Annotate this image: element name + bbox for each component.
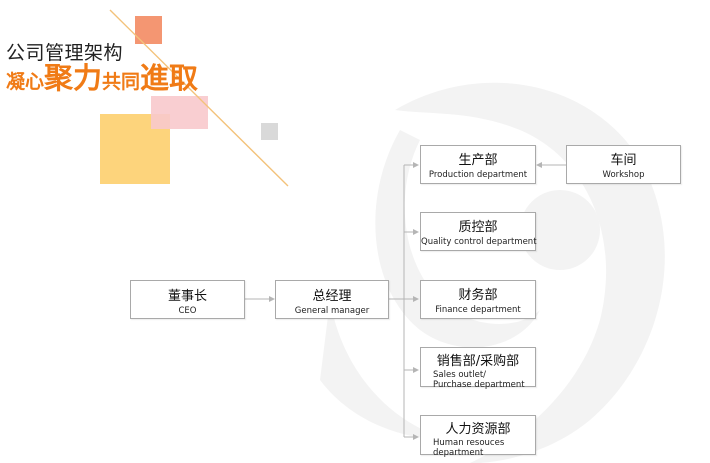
node-human-resources: 人力资源部 Human resouces department — [420, 415, 536, 458]
node-production: 生产部 Production department — [420, 145, 536, 184]
node-quality-control: 质控部 Quality control department — [420, 212, 537, 251]
node-sales-cn: 销售部/采购部 — [436, 354, 520, 369]
node-hr-cn: 人力资源部 — [445, 422, 511, 437]
node-finance-cn: 财务部 — [458, 288, 498, 303]
node-workshop-cn: 车间 — [610, 153, 637, 168]
page-title: 公司管理架构 — [6, 42, 124, 64]
node-hr-en-2: department — [433, 448, 484, 458]
node-sales-en-2: Purchase department — [433, 380, 525, 390]
node-quality-cn: 质控部 — [458, 220, 498, 235]
deco-square-gray — [261, 123, 278, 140]
node-ceo-cn: 董事长 — [167, 289, 207, 304]
slogan-part-1: 凝心 — [6, 71, 45, 93]
node-production-cn: 生产部 — [458, 153, 498, 168]
deco-square-pink — [151, 96, 208, 129]
node-workshop: 车间 Workshop — [566, 145, 681, 184]
node-finance-en: Finance department — [435, 305, 521, 315]
node-finance: 财务部 Finance department — [420, 280, 536, 319]
node-general-manager: 总经理 General manager — [275, 280, 389, 319]
node-sales-purchase: 销售部/采购部 Sales outlet/ Purchase departmen… — [420, 347, 536, 390]
slogan-part-4: 進取 — [140, 61, 199, 95]
node-quality-en: Quality control department — [421, 237, 537, 247]
node-ceo-en: CEO — [178, 306, 197, 316]
node-gm-cn: 总经理 — [312, 289, 352, 304]
slogan-part-2: 聚力 — [44, 61, 103, 95]
node-workshop-en: Workshop — [602, 170, 645, 180]
node-hr-en-1: Human resouces — [433, 438, 505, 448]
node-production-en: Production department — [428, 170, 528, 180]
node-gm-en: General manager — [294, 306, 370, 316]
node-ceo: 董事长 CEO — [130, 280, 245, 319]
node-sales-en-1: Sales outlet/ — [433, 370, 487, 380]
slogan: 凝心聚力共同進取 — [6, 64, 198, 93]
slogan-part-3: 共同 — [102, 71, 141, 93]
